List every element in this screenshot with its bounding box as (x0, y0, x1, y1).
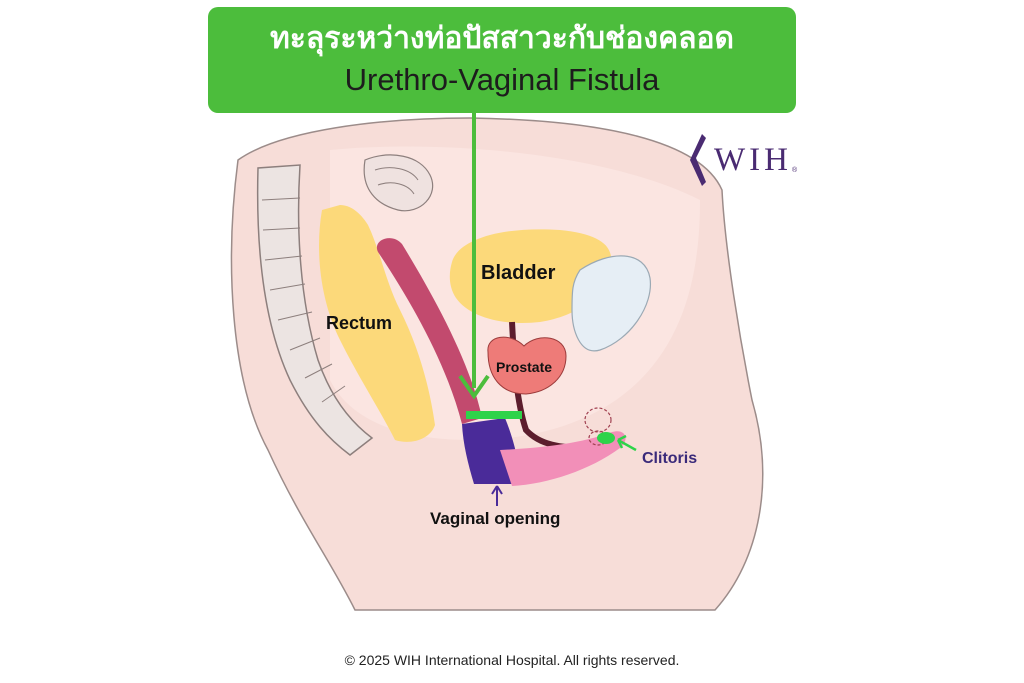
pointer-arrowhead (458, 374, 490, 400)
bladder-label: Bladder (481, 262, 556, 284)
title-banner: ทะลุระหว่างท่อปัสสาวะกับช่องคลอด Urethro… (208, 7, 796, 113)
clitoris-dashed (584, 407, 612, 433)
vaginal-opening-label: Vaginal opening (430, 509, 561, 528)
prostate-label: Prostate (496, 359, 553, 375)
logo-text: WIH (714, 141, 792, 178)
bladder-shape (449, 229, 612, 323)
fistula-marker (466, 411, 522, 419)
logo-registered: ® (791, 167, 798, 174)
copyright-notice: © 2025 WIH International Hospital. All r… (344, 652, 680, 668)
prostate-shape (487, 336, 567, 395)
vagina-lower (462, 418, 520, 484)
wih-logo: WIH ® (688, 132, 797, 188)
vaginal-opening-arrow (491, 485, 503, 506)
clitoris-label: Clitoris (642, 450, 698, 467)
logo-mark-icon (690, 134, 706, 186)
rectum-shape (319, 205, 435, 442)
title-thai: ทะลุระหว่างท่อปัสสาวะกับช่องคลอด (269, 21, 735, 56)
clitoris-marker (597, 432, 615, 444)
pubic-bone (571, 255, 652, 352)
rectum-label: Rectum (326, 313, 393, 333)
vaginal-canal (376, 238, 482, 424)
clitoris-arrow (616, 434, 637, 452)
spine (256, 164, 374, 456)
intestines (363, 154, 434, 212)
title-english: Urethro-Vaginal Fistula (344, 62, 660, 97)
